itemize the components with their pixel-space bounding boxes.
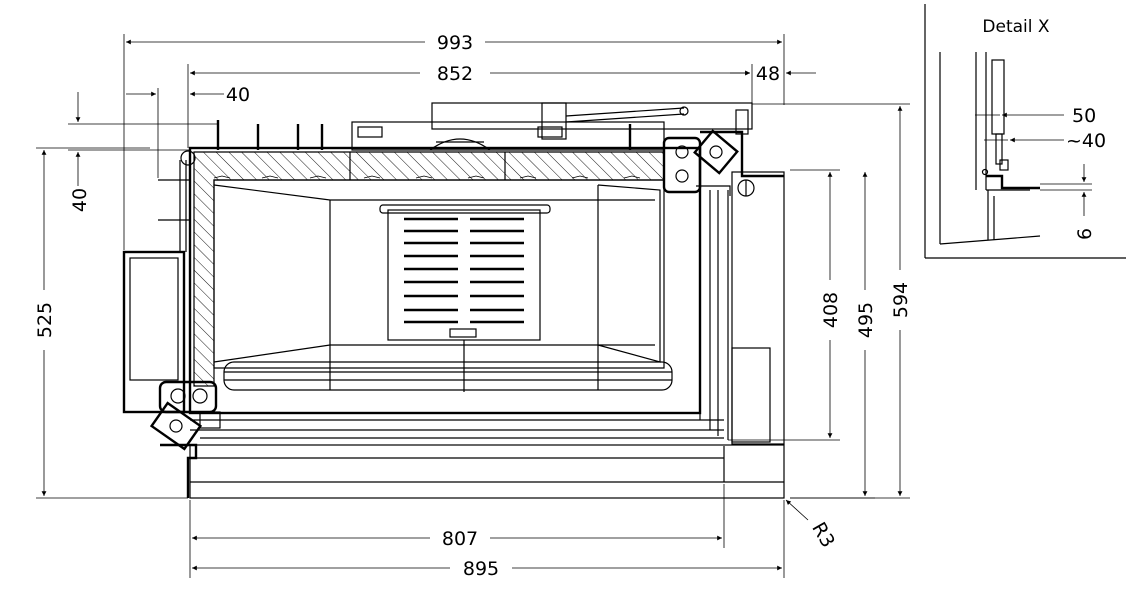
dim-525: 525 bbox=[34, 302, 56, 338]
dim-895: 895 bbox=[463, 558, 499, 580]
dim-40-vertical: 40 bbox=[69, 188, 91, 212]
dimension-lines bbox=[36, 34, 910, 578]
dim-48: 48 bbox=[756, 63, 780, 85]
dim-993: 993 bbox=[437, 32, 473, 54]
detail-dim-6: 6 bbox=[1074, 228, 1096, 240]
dim-r3: R3 bbox=[807, 519, 839, 552]
dim-807: 807 bbox=[442, 528, 478, 550]
dim-408: 408 bbox=[820, 292, 842, 328]
detail-dim-40: ~40 bbox=[1066, 130, 1106, 152]
detail-x-panel: Detail X 50 ~40 6 bbox=[924, 4, 1126, 259]
dim-495: 495 bbox=[855, 302, 877, 338]
fireplace-body bbox=[122, 102, 785, 499]
dim-852: 852 bbox=[437, 63, 473, 85]
detail-title: Detail X bbox=[982, 17, 1049, 37]
grate-bars bbox=[404, 217, 524, 324]
dim-40-horizontal: 40 bbox=[226, 84, 250, 106]
dim-594: 594 bbox=[890, 282, 912, 318]
detail-dim-50: 50 bbox=[1072, 105, 1096, 127]
